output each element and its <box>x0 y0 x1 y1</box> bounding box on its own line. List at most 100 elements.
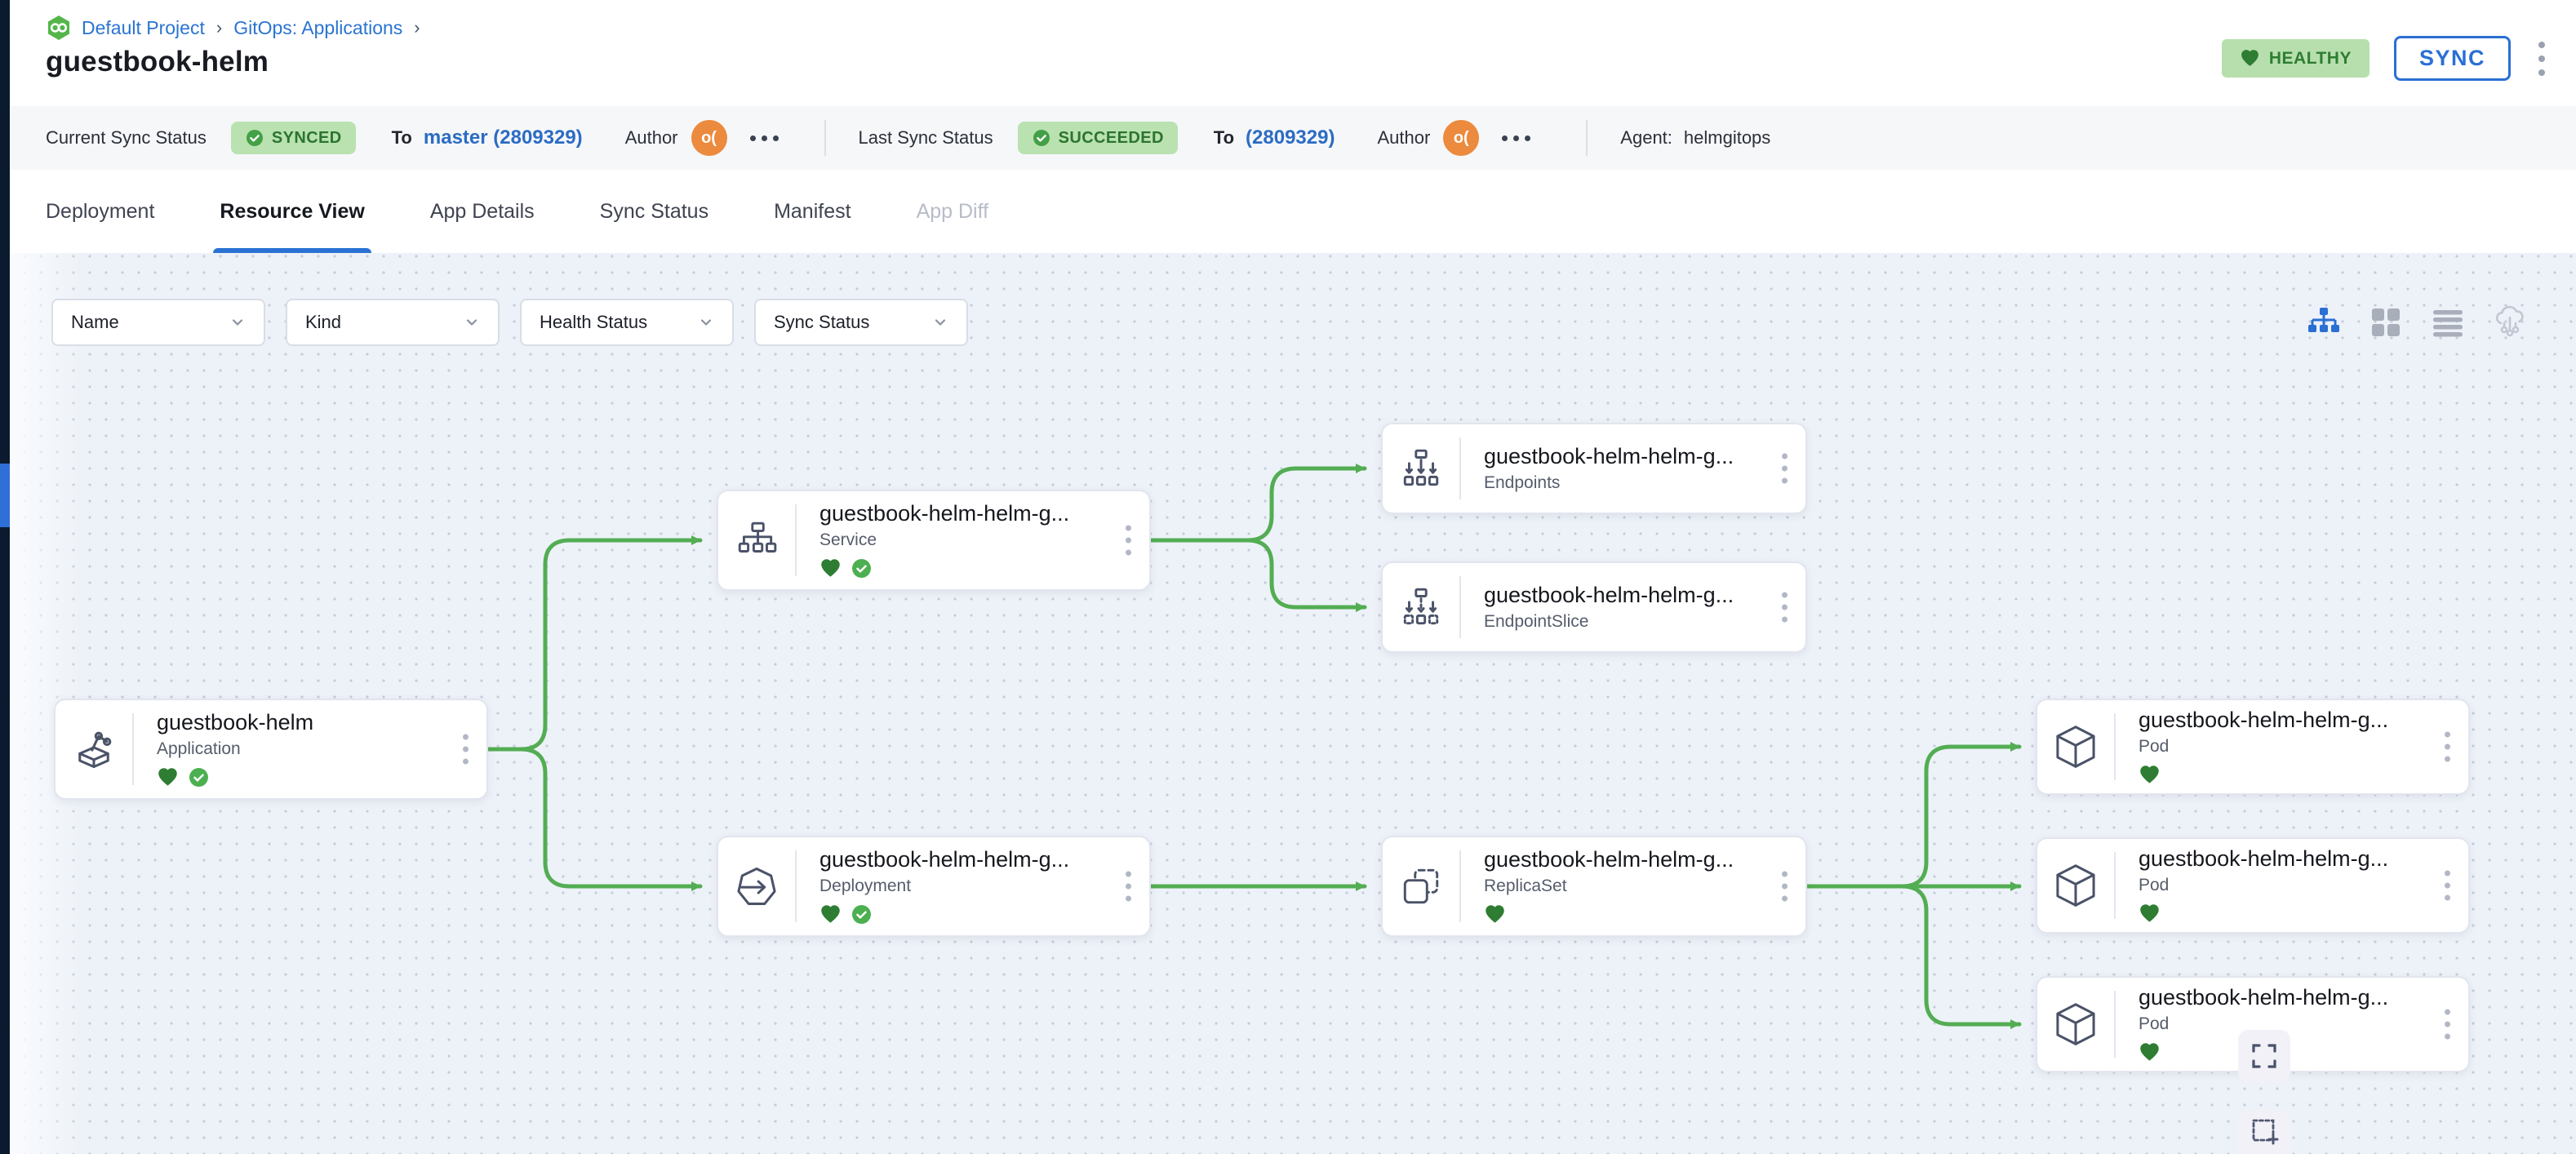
node-divider <box>1459 576 1461 638</box>
page-title: guestbook-helm <box>46 46 269 78</box>
node-title: guestbook-helm-helm-g... <box>1484 847 1734 872</box>
grid-view-icon[interactable] <box>2367 304 2405 341</box>
kind-filter-dropdown[interactable]: Kind <box>286 299 500 346</box>
agent-label: Agent: <box>1620 127 1672 148</box>
breadcrumb-project[interactable]: Default Project <box>82 16 205 38</box>
node-divider <box>132 713 134 785</box>
to-label: To <box>391 127 412 148</box>
check-circle-icon <box>1033 130 1050 146</box>
more-commit-info-icon[interactable] <box>1497 131 1535 146</box>
healthy-heart-icon <box>2140 1042 2159 1061</box>
health-status-filter-dropdown[interactable]: Health Status <box>520 299 734 346</box>
divider <box>824 120 826 156</box>
pod-icon <box>2037 978 2114 1071</box>
chevron-down-icon <box>935 319 946 326</box>
marquee-select-button[interactable] <box>2238 1110 2290 1154</box>
health-status-badge: HEALTHY <box>2221 39 2369 78</box>
node-divider <box>2114 713 2116 780</box>
deployment-icon <box>718 837 795 935</box>
node-divider <box>2114 852 2116 919</box>
endpointslice-icon <box>1383 563 1459 651</box>
app-menu-kebab-icon[interactable] <box>2535 38 2548 79</box>
breadcrumb-applications[interactable]: GitOps: Applications <box>233 16 403 38</box>
author-label: Author <box>624 127 678 148</box>
tree-view-icon[interactable] <box>2305 304 2343 341</box>
node-endpointslice[interactable]: guestbook-helm-helm-g... EndpointSlice <box>1381 561 1807 653</box>
healthy-heart-icon <box>158 767 177 786</box>
marquee-selection-icon <box>2252 1119 2279 1145</box>
synced-check-icon <box>852 904 871 924</box>
current-revision-link[interactable]: master (2809329) <box>423 126 583 149</box>
header: Default Project › GitOps: Applications ›… <box>10 0 2576 106</box>
application-icon <box>56 700 132 798</box>
fullscreen-icon <box>2252 1044 2276 1068</box>
node-replicaset[interactable]: guestbook-helm-helm-g... ReplicaSet <box>1381 836 1807 937</box>
node-title: guestbook-helm-helm-g... <box>2139 846 2389 871</box>
node-menu-kebab-icon[interactable] <box>1775 865 1794 908</box>
breadcrumb-separator: › <box>414 17 420 38</box>
fit-to-screen-button[interactable] <box>2238 1030 2290 1082</box>
chevron-down-icon <box>700 319 712 326</box>
node-title: guestbook-helm-helm-g... <box>1484 444 1734 468</box>
list-view-icon[interactable] <box>2429 304 2467 341</box>
tab-sync-status[interactable]: Sync Status <box>599 199 709 223</box>
node-title: guestbook-helm-helm-g... <box>2139 708 2389 732</box>
sync-button[interactable]: SYNC <box>2393 36 2511 81</box>
node-menu-kebab-icon[interactable] <box>456 728 475 771</box>
gitops-infinity-icon <box>46 15 72 41</box>
node-menu-kebab-icon[interactable] <box>1119 865 1138 908</box>
health-badge-label: HEALTHY <box>2268 48 2352 68</box>
synced-check-icon <box>852 558 871 578</box>
view-toggle-group <box>2305 304 2529 341</box>
node-kind: Service <box>819 530 877 549</box>
node-divider <box>795 504 797 576</box>
node-menu-kebab-icon[interactable] <box>1775 586 1794 629</box>
name-filter-dropdown[interactable]: Name <box>51 299 265 346</box>
node-pod-1[interactable]: guestbook-helm-helm-g... Pod <box>2036 699 2470 795</box>
chevron-down-icon <box>466 319 477 326</box>
node-divider <box>2114 991 2116 1058</box>
tab-manifest[interactable]: Manifest <box>774 199 851 223</box>
author-avatar[interactable]: o( <box>691 120 727 156</box>
node-menu-kebab-icon[interactable] <box>2438 726 2457 769</box>
last-revision-link[interactable]: (2809329) <box>1246 126 1335 149</box>
author-avatar[interactable]: o( <box>1443 120 1480 156</box>
node-kind: ReplicaSet <box>1484 877 1567 895</box>
check-circle-icon <box>246 130 263 146</box>
node-kind: Deployment <box>819 877 912 895</box>
tab-resource-view[interactable]: Resource View <box>213 170 371 253</box>
node-title: guestbook-helm-helm-g... <box>2139 985 2389 1010</box>
node-title: guestbook-helm <box>157 710 314 735</box>
node-service[interactable]: guestbook-helm-helm-g... Service <box>717 490 1151 591</box>
node-deployment[interactable]: guestbook-helm-helm-g... Deployment <box>717 836 1151 937</box>
last-sync-status-label: Last Sync Status <box>858 127 993 148</box>
node-endpoints[interactable]: guestbook-helm-helm-g... Endpoints <box>1381 423 1807 514</box>
service-icon <box>718 491 795 589</box>
node-menu-kebab-icon[interactable] <box>1119 519 1138 562</box>
node-menu-kebab-icon[interactable] <box>2438 1003 2457 1046</box>
healthy-heart-icon <box>1486 904 1504 923</box>
node-title: guestbook-helm-helm-g... <box>819 847 1070 872</box>
node-menu-kebab-icon[interactable] <box>1775 447 1794 490</box>
synced-badge: SYNCED <box>230 122 356 154</box>
synced-check-icon <box>189 767 208 787</box>
author-label: Author <box>1377 127 1431 148</box>
node-divider <box>1459 437 1461 499</box>
filter-row: Name Kind Health Status Sync Status <box>51 299 968 346</box>
node-kind: Endpoints <box>1484 473 1561 492</box>
node-application[interactable]: guestbook-helm Application <box>54 699 488 800</box>
topology-view-icon[interactable] <box>2491 304 2529 341</box>
sync-status-filter-dropdown[interactable]: Sync Status <box>754 299 968 346</box>
node-menu-kebab-icon[interactable] <box>2438 864 2457 908</box>
more-commit-info-icon[interactable] <box>745 131 784 146</box>
breadcrumb: Default Project › GitOps: Applications › <box>46 15 422 41</box>
sidebar-strip[interactable] <box>0 0 10 1154</box>
current-sync-status-label: Current Sync Status <box>46 127 207 148</box>
agent-value: helmgitops <box>1683 127 1771 148</box>
to-label: To <box>1213 127 1235 148</box>
tab-app-diff: App Diff <box>916 199 989 223</box>
tab-deployment[interactable]: Deployment <box>46 199 155 223</box>
tab-app-details[interactable]: App Details <box>429 199 535 223</box>
node-pod-2[interactable]: guestbook-helm-helm-g... Pod <box>2036 837 2470 934</box>
